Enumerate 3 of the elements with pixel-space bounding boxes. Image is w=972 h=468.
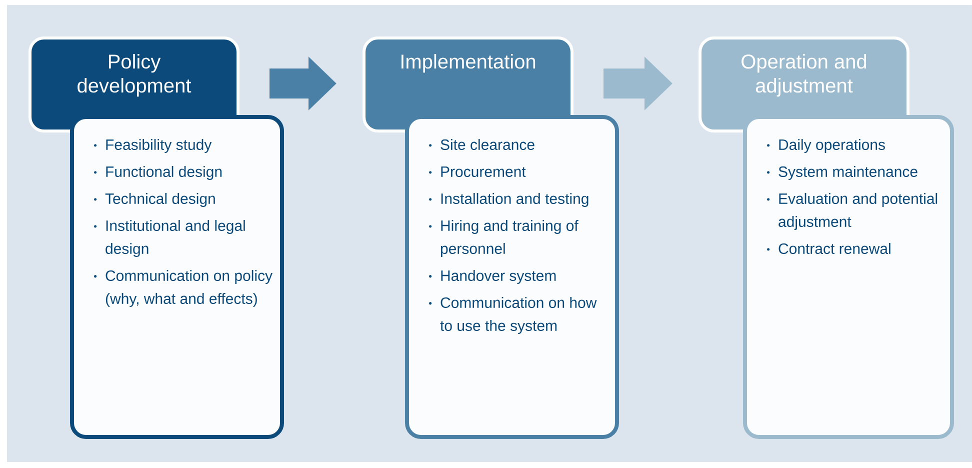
- task-list-box: Feasibility study Functional design Technical design Institutional and legal design Communication on policy (why, what and effects): [70, 115, 284, 439]
- task-list-box: Site clearance Procurement Installation and testing Hiring and training of personnel Handover system Communication on how to use the system: [405, 115, 619, 439]
- task-list-box: Daily operations System maintenance Evaluation and potential adjustment Contract renewal: [743, 115, 954, 439]
